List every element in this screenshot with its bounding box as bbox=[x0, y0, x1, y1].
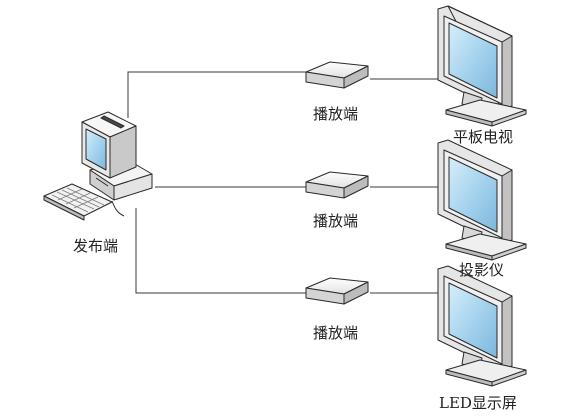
monitor-icon-3 bbox=[437, 265, 527, 387]
player-box-icon-3 bbox=[305, 277, 369, 305]
player-label-1: 播放端 bbox=[313, 105, 359, 123]
player-box-icon-2 bbox=[305, 171, 369, 199]
player-label-3: 播放端 bbox=[313, 324, 359, 342]
connection-lines bbox=[127, 71, 438, 294]
display-label-led-screen: LED显示屏 bbox=[439, 394, 517, 412]
publisher-computer-icon bbox=[43, 111, 153, 221]
monitor-icon-1 bbox=[437, 5, 527, 127]
monitor-icon-2 bbox=[437, 139, 527, 261]
link-publisher-player-3 bbox=[135, 208, 306, 294]
player-box-icon-1 bbox=[305, 61, 369, 89]
publisher-label: 发布端 bbox=[73, 237, 119, 255]
display-label-flat-tv: 平板电视 bbox=[453, 128, 514, 146]
player-label-2: 播放端 bbox=[313, 212, 359, 230]
display-label-projector: 投影仪 bbox=[459, 261, 505, 279]
link-publisher-player-1 bbox=[127, 71, 306, 118]
